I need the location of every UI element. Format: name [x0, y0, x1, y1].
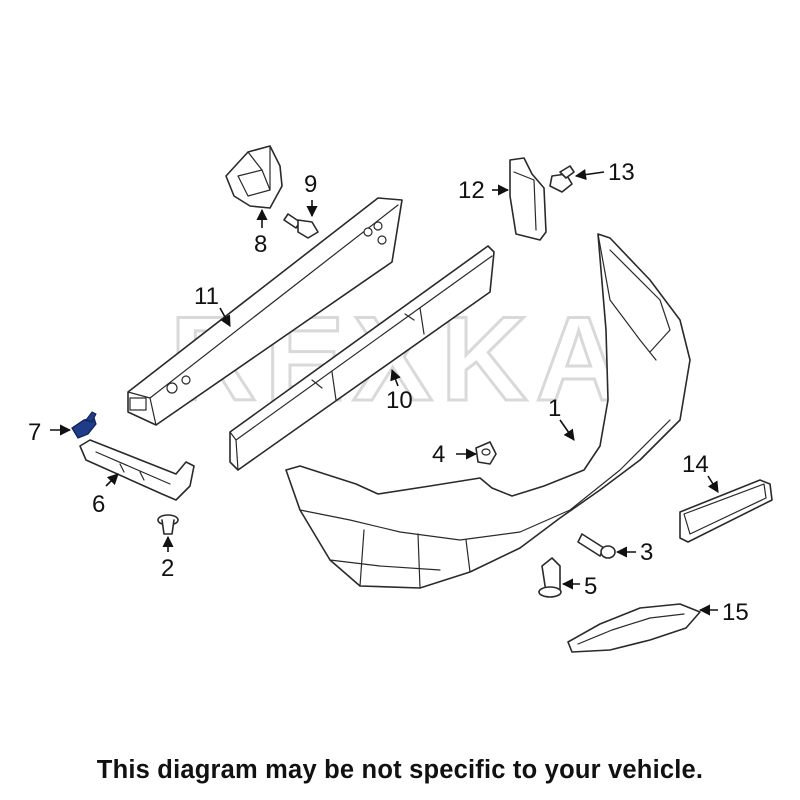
callout-15: 15	[722, 599, 749, 626]
callout-12: 12	[458, 177, 485, 204]
callout-2: 2	[161, 555, 174, 582]
disclaimer-text: This diagram may be not specific to your…	[96, 756, 704, 784]
part-15-molding	[567, 603, 701, 653]
leader-lines	[50, 169, 719, 616]
callout-4: 4	[432, 441, 445, 468]
callout-3: 3	[640, 539, 653, 566]
part-5-clip	[538, 557, 562, 598]
callout-10: 10	[386, 387, 413, 414]
part-14-reflector	[679, 479, 773, 543]
callout-5: 5	[584, 573, 597, 600]
callout-labels: 1 2 3 4 5 6 7 8 9 10 11 12 13 14 15	[28, 159, 749, 626]
callout-1: 1	[548, 395, 561, 422]
part-7-bolt-highlighted	[71, 411, 97, 439]
callout-13: 13	[608, 159, 635, 186]
part-11-reinforcement	[127, 197, 403, 426]
callout-8: 8	[254, 231, 267, 258]
part-2-clip	[157, 514, 179, 535]
part-6-side-bracket	[79, 439, 195, 501]
callout-6: 6	[92, 491, 105, 518]
callout-11: 11	[194, 283, 219, 310]
part-10-absorber	[229, 245, 495, 471]
part-12-side-bracket	[509, 157, 547, 241]
callout-14: 14	[682, 451, 709, 478]
part-9-bolt	[283, 213, 319, 239]
callout-9: 9	[304, 171, 317, 198]
part-1-bumper-cover	[285, 233, 691, 589]
part-3-screw	[577, 533, 616, 559]
part-13-bolt	[549, 165, 575, 193]
callout-7: 7	[28, 419, 41, 446]
highlighted-bolt	[71, 417, 97, 439]
part-4-grommet	[475, 441, 497, 465]
part-8-bracket	[225, 145, 283, 209]
